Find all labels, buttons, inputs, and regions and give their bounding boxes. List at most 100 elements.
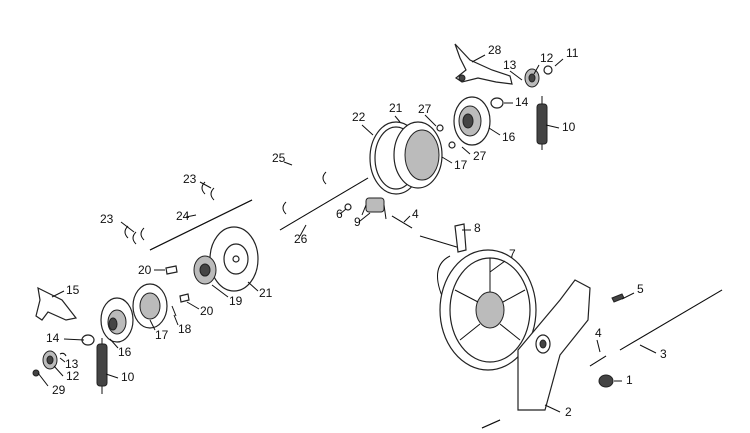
callout-11: 11 — [566, 46, 579, 60]
leader-line-29 — [37, 372, 49, 387]
callout-16: 16 — [502, 130, 516, 144]
callout-17: 17 — [155, 328, 169, 342]
part-9-spring — [361, 197, 387, 220]
part-23-clip-e — [140, 227, 145, 241]
part-23-clip-a — [201, 181, 206, 195]
part-4-tube-bottom — [589, 355, 607, 367]
part-10-spring-lower — [96, 338, 108, 394]
part-13-12-top — [524, 65, 553, 88]
leader-line-17 — [441, 156, 453, 164]
leader-line-9 — [359, 212, 371, 222]
part-17-gear-lower — [132, 283, 168, 329]
leader-line-11 — [554, 58, 564, 67]
part-24-shaft — [149, 199, 253, 251]
callout-8: 8 — [474, 221, 481, 235]
callout-9: 9 — [354, 215, 361, 229]
leader-line-17 — [149, 319, 156, 331]
leader-line-7 — [489, 260, 506, 273]
part-21-drum-lower — [209, 226, 259, 292]
part-20-pin-b — [179, 293, 190, 303]
callout-14: 14 — [515, 95, 529, 109]
callout-10: 10 — [121, 370, 135, 384]
callout-21: 21 — [259, 286, 273, 300]
leader-line-23 — [120, 221, 135, 233]
part-20-pin-a — [165, 265, 178, 275]
leader-line-5 — [621, 292, 635, 300]
leader-line-16 — [109, 338, 119, 349]
callout-18: 18 — [178, 322, 192, 336]
leader-line-2 — [544, 404, 561, 413]
leader-line-10 — [545, 124, 560, 129]
leader-line-27 — [461, 146, 471, 155]
part-4-tube-top — [391, 215, 413, 229]
callout-20: 20 — [138, 263, 152, 277]
leader-line-21 — [247, 281, 259, 292]
part-6-pin — [344, 203, 352, 211]
callout-10: 10 — [562, 120, 576, 134]
part-15-bracket — [35, 286, 78, 321]
leader-line-6 — [339, 208, 347, 215]
part-8-rod — [419, 223, 467, 297]
part-21-drum-top — [393, 121, 443, 189]
part-13-12-lower — [42, 350, 58, 370]
callout-6: 6 — [336, 207, 343, 221]
callout-7: 7 — [509, 247, 516, 261]
callout-4: 4 — [412, 207, 419, 221]
part-4-tube-lower — [481, 419, 501, 429]
callout-4: 4 — [595, 326, 602, 340]
callout-22: 22 — [352, 110, 366, 124]
callout-5: 5 — [637, 282, 644, 296]
leader-line-16 — [488, 127, 501, 136]
callout-13: 13 — [503, 58, 517, 72]
leader-line-12 — [53, 365, 64, 377]
part-27-a — [436, 124, 444, 132]
part-5-key — [611, 293, 625, 303]
callout-17: 17 — [454, 158, 468, 172]
callout-24: 24 — [176, 209, 190, 223]
callout-19: 19 — [229, 294, 243, 308]
leader-line-27 — [424, 114, 437, 127]
leader-line-22 — [361, 124, 374, 136]
part-1-bushing — [598, 374, 614, 388]
part-29-bolt — [32, 369, 40, 377]
part-16-gear-lower — [100, 297, 134, 343]
part-7-wheel — [439, 249, 537, 371]
leader-line-25 — [283, 161, 293, 166]
callout-16: 16 — [118, 345, 132, 359]
leader-line-18 — [173, 314, 179, 326]
leader-line-19 — [211, 284, 229, 298]
callout-27: 27 — [418, 102, 432, 116]
part-13-clip-lower — [59, 352, 67, 357]
part-23-clip-b — [210, 187, 215, 201]
leader-line-13 — [509, 70, 523, 81]
part-2-frame — [517, 279, 591, 411]
callout-1: 1 — [626, 373, 633, 387]
leader-line-21 — [394, 115, 401, 123]
leader-line-4 — [596, 339, 601, 353]
part-10-spring-top — [536, 96, 548, 150]
callout-15: 15 — [66, 283, 80, 297]
part-23-clip-c — [124, 225, 129, 239]
leader-line-28 — [471, 54, 486, 63]
part-19-hub — [193, 255, 217, 285]
leader-line-24 — [185, 214, 197, 218]
part-14-washer-top — [490, 97, 504, 109]
part-16-gear-top — [453, 96, 491, 146]
callout-28: 28 — [488, 43, 502, 57]
leader-line-3 — [639, 344, 657, 354]
callout-2: 2 — [565, 405, 572, 419]
part-26-shaft — [279, 177, 369, 231]
part-23-clip-d — [132, 231, 137, 245]
part-18-pin — [171, 305, 177, 317]
leader-line-10 — [105, 373, 119, 379]
leader-line-12 — [533, 64, 540, 75]
callout-27: 27 — [473, 149, 487, 163]
callout-21: 21 — [389, 101, 403, 115]
leader-line-15 — [51, 290, 65, 298]
callout-14: 14 — [46, 331, 60, 345]
leader-line-20 — [186, 301, 200, 310]
part-27-b — [448, 141, 456, 149]
